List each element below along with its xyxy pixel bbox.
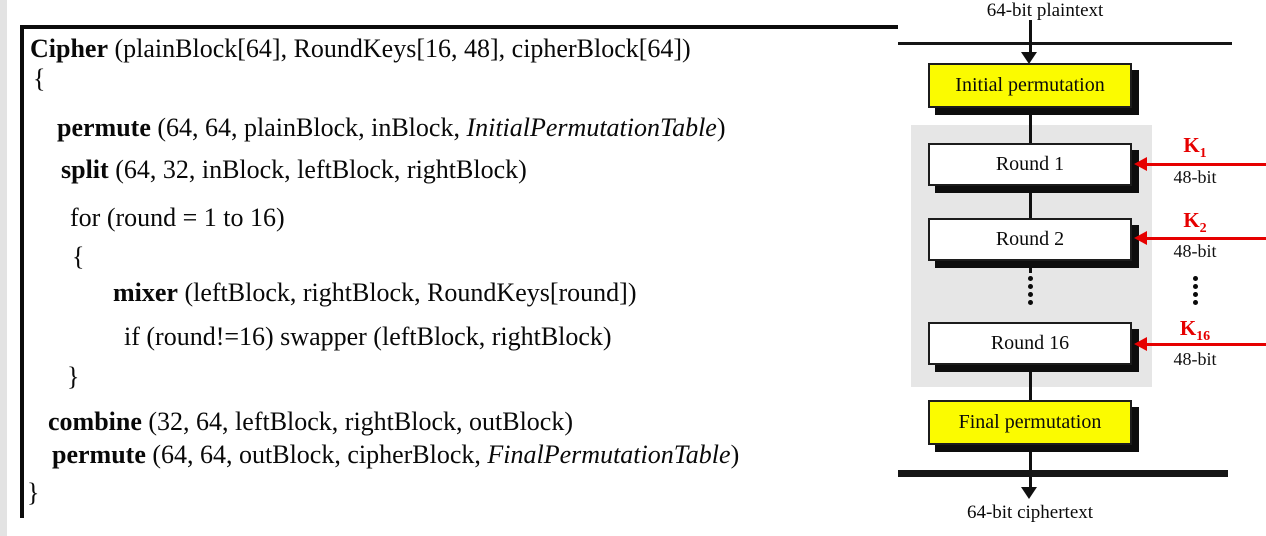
- round-1-label: Round 1: [995, 153, 1065, 175]
- code-line-for-close-brace: }: [67, 361, 79, 392]
- code-segment: permute: [52, 440, 146, 469]
- code-segment: (64, 64, outBlock, cipherBlock,: [145, 440, 488, 469]
- code-segment: combine: [48, 407, 142, 436]
- code-line-for-open-brace: {: [72, 241, 84, 272]
- code-segment: for (round = 1 to 16): [70, 203, 285, 232]
- pseudocode-panel: [20, 25, 898, 518]
- key-2-bits-label: 48-bit: [1173, 241, 1217, 261]
- arrow-down-icon: [1021, 487, 1037, 499]
- code-segment: {: [33, 64, 46, 93]
- code-segment: }: [67, 362, 80, 391]
- connector-line: [1029, 186, 1032, 220]
- code-line-split: split (64, 32, inBlock, leftBlock, right…: [61, 154, 527, 185]
- code-segment: (64, 32, inBlock, leftBlock, rightBlock): [108, 155, 527, 184]
- arrow-left-icon: [1134, 157, 1147, 171]
- page-edge-strip: [0, 0, 7, 536]
- final-permutation-box: Final permutation: [928, 400, 1132, 445]
- code-segment: }: [27, 478, 40, 507]
- code-segment: (leftBlock, rightBlock, RoundKeys[round]…: [177, 278, 637, 307]
- key-1-arrow-line: [1146, 163, 1266, 166]
- key-1-bits-label: 48-bit: [1173, 167, 1217, 187]
- code-segment: ): [730, 440, 740, 469]
- code-segment: FinalPermutationTable: [487, 440, 731, 469]
- key-1-label: K1: [1183, 133, 1207, 162]
- connector-line: [1029, 106, 1032, 145]
- code-segment: (64, 64, plainBlock, inBlock,: [150, 113, 467, 142]
- code-line-mixer: mixer (leftBlock, rightBlock, RoundKeys[…: [113, 277, 637, 308]
- bottom-boundary-line: [898, 470, 1228, 477]
- code-segment: if (round!=16) swapper (leftBlock, right…: [124, 322, 612, 351]
- code-segment: (plainBlock[64], RoundKeys[16, 48], ciph…: [108, 34, 691, 63]
- plaintext-label: 64-bit plaintext: [986, 0, 1104, 21]
- round-2-label: Round 2: [995, 228, 1065, 250]
- code-segment: InitialPermutationTable: [466, 113, 717, 142]
- final-permutation-label: Final permutation: [958, 411, 1102, 433]
- key-2-arrow-line: [1146, 237, 1266, 240]
- round-16-label: Round 16: [990, 332, 1070, 354]
- ciphertext-arrow-line: [1029, 443, 1032, 489]
- code-line-if-swapper: if (round!=16) swapper (leftBlock, right…: [124, 321, 612, 352]
- code-line-combine: combine (32, 64, leftBlock, rightBlock, …: [48, 406, 573, 437]
- code-line-close-brace: }: [27, 477, 39, 508]
- code-segment: Cipher: [30, 34, 108, 63]
- code-line-cipher: Cipher (plainBlock[64], RoundKeys[16, 48…: [30, 33, 691, 64]
- key-16-label: K16: [1179, 316, 1211, 345]
- connector-line: [1029, 363, 1032, 402]
- arrow-left-icon: [1134, 231, 1147, 245]
- code-segment: split: [61, 155, 109, 184]
- connector-line: [1029, 259, 1032, 273]
- code-segment: {: [72, 242, 85, 271]
- code-line-permute-final: permute (64, 64, outBlock, cipherBlock, …: [52, 439, 739, 470]
- code-segment: (32, 64, leftBlock, rightBlock, outBlock…: [141, 407, 573, 436]
- key-16-bits-label: 48-bit: [1173, 349, 1217, 369]
- arrow-down-icon: [1021, 52, 1037, 64]
- code-line-permute-initial: permute (64, 64, plainBlock, inBlock, In…: [57, 112, 726, 143]
- round-1-box: Round 1: [928, 143, 1132, 186]
- key-2-label: K2: [1183, 208, 1207, 237]
- initial-permutation-label: Initial permutation: [955, 74, 1105, 96]
- code-line-open-brace: {: [33, 63, 45, 94]
- ciphertext-label: 64-bit ciphertext: [966, 502, 1094, 523]
- plaintext-arrow-line: [1029, 20, 1032, 54]
- code-segment: permute: [57, 113, 151, 142]
- code-segment: mixer: [113, 278, 178, 307]
- key-16-arrow-line: [1146, 343, 1266, 346]
- vertical-ellipsis-icon: [1025, 276, 1035, 305]
- code-line-for: for (round = 1 to 16): [70, 202, 285, 233]
- round-16-box: Round 16: [928, 322, 1132, 365]
- initial-permutation-box: Initial permutation: [928, 63, 1132, 108]
- code-segment: ): [716, 113, 726, 142]
- top-boundary-line: [898, 42, 1232, 45]
- vertical-ellipsis-icon: [1190, 276, 1200, 305]
- arrow-left-icon: [1134, 337, 1147, 351]
- round-2-box: Round 2: [928, 218, 1132, 261]
